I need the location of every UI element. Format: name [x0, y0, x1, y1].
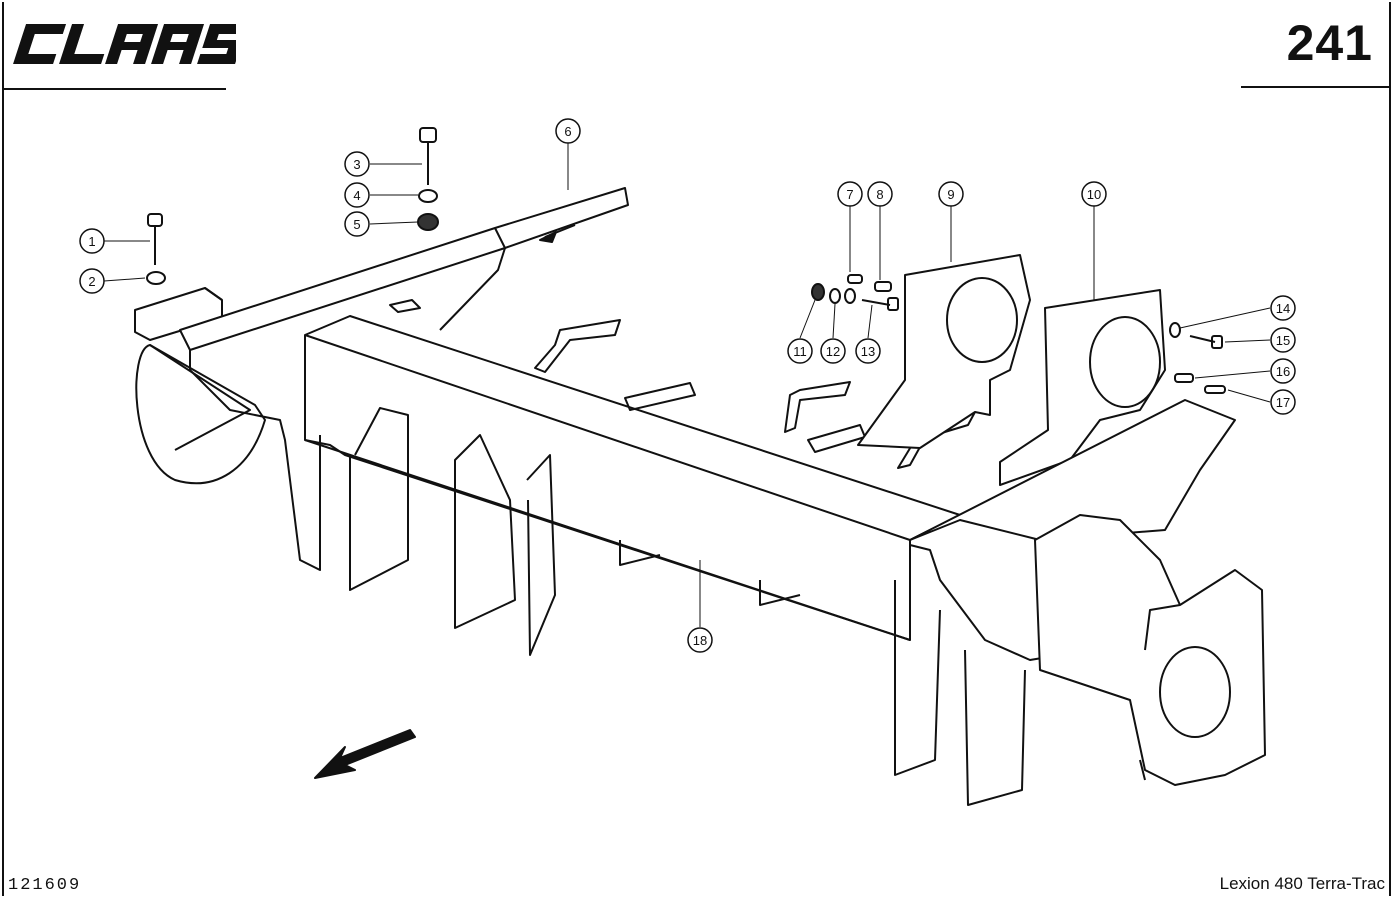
svg-text:9: 9: [947, 187, 954, 202]
svg-text:10: 10: [1087, 187, 1101, 202]
callout-11: 11: [787, 338, 813, 364]
mounting-plate-9: [857, 254, 1031, 449]
svg-text:14: 14: [1276, 301, 1290, 316]
bolt-1: [147, 213, 163, 265]
callouts: 1 2 3 4 5 6 7 8 9 10 11 12 13 14 15 16 1…: [79, 118, 1296, 653]
callout-8: 8: [867, 181, 893, 207]
svg-text:1: 1: [88, 234, 95, 249]
direction-arrows: [314, 224, 576, 779]
callout-7: 7: [837, 181, 863, 207]
washer-4: [418, 189, 438, 203]
svg-text:11: 11: [793, 344, 807, 359]
leader-lines: [103, 143, 1271, 627]
callout-17: 17: [1270, 389, 1296, 415]
mounting-plate-10: [999, 289, 1166, 486]
svg-text:12: 12: [826, 344, 840, 359]
main-beam: [304, 315, 961, 641]
svg-text:15: 15: [1276, 333, 1290, 348]
svg-text:5: 5: [353, 217, 360, 232]
callout-4: 4: [344, 182, 370, 208]
drawing-number: 121609: [8, 876, 82, 895]
upper-rail: [179, 187, 629, 571]
svg-text:18: 18: [693, 633, 707, 648]
callout-12: 12: [820, 338, 846, 364]
callout-16: 16: [1270, 358, 1296, 384]
svg-text:2: 2: [88, 274, 95, 289]
callout-6: 6: [555, 118, 581, 144]
callout-9: 9: [938, 181, 964, 207]
logo-underline: [4, 88, 226, 90]
svg-text:8: 8: [876, 187, 883, 202]
washer-2: [146, 271, 166, 285]
callout-18: 18: [687, 627, 713, 653]
svg-text:7: 7: [846, 187, 853, 202]
callout-10: 10: [1081, 181, 1107, 207]
svg-text:13: 13: [861, 344, 875, 359]
svg-text:6: 6: [564, 124, 571, 139]
svg-text:17: 17: [1276, 395, 1290, 410]
page-number-underline: [1241, 86, 1389, 88]
svg-text:16: 16: [1276, 364, 1290, 379]
claas-logo: [13, 24, 236, 64]
callout-5: 5: [344, 211, 370, 237]
bolt-3: [419, 127, 437, 185]
nut-5: [417, 213, 439, 231]
callout-3: 3: [344, 151, 370, 177]
page-number: 241: [1286, 15, 1373, 71]
callout-14: 14: [1270, 295, 1296, 321]
svg-text:3: 3: [353, 157, 360, 172]
model-name: Lexion 480 Terra-Trac: [1219, 874, 1385, 893]
right-end-bracket: [894, 399, 1266, 806]
svg-text:4: 4: [353, 188, 360, 203]
callout-2: 2: [79, 268, 105, 294]
small-fasteners: [811, 274, 1226, 394]
callout-1: 1: [79, 228, 105, 254]
callout-13: 13: [855, 338, 881, 364]
callout-15: 15: [1270, 327, 1296, 353]
hanging-plates: [349, 407, 801, 656]
